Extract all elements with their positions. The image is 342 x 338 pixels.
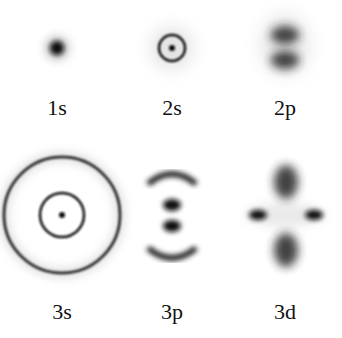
orbital-3p: [148, 174, 196, 258]
orbital-2s: [152, 28, 192, 68]
orbital-1s: [45, 36, 69, 60]
orbital-label: 3p: [161, 300, 183, 324]
orbital-label: 3d: [274, 300, 296, 324]
orbital-2p: [261, 15, 309, 75]
orbital-3d: [245, 165, 325, 267]
orbital-label: 2s: [162, 96, 182, 120]
orbital-3s: [4, 157, 120, 273]
orbital-label: 2p: [274, 96, 296, 120]
orbital-label: 3s: [52, 300, 72, 324]
orbital-label: 1s: [47, 96, 67, 120]
